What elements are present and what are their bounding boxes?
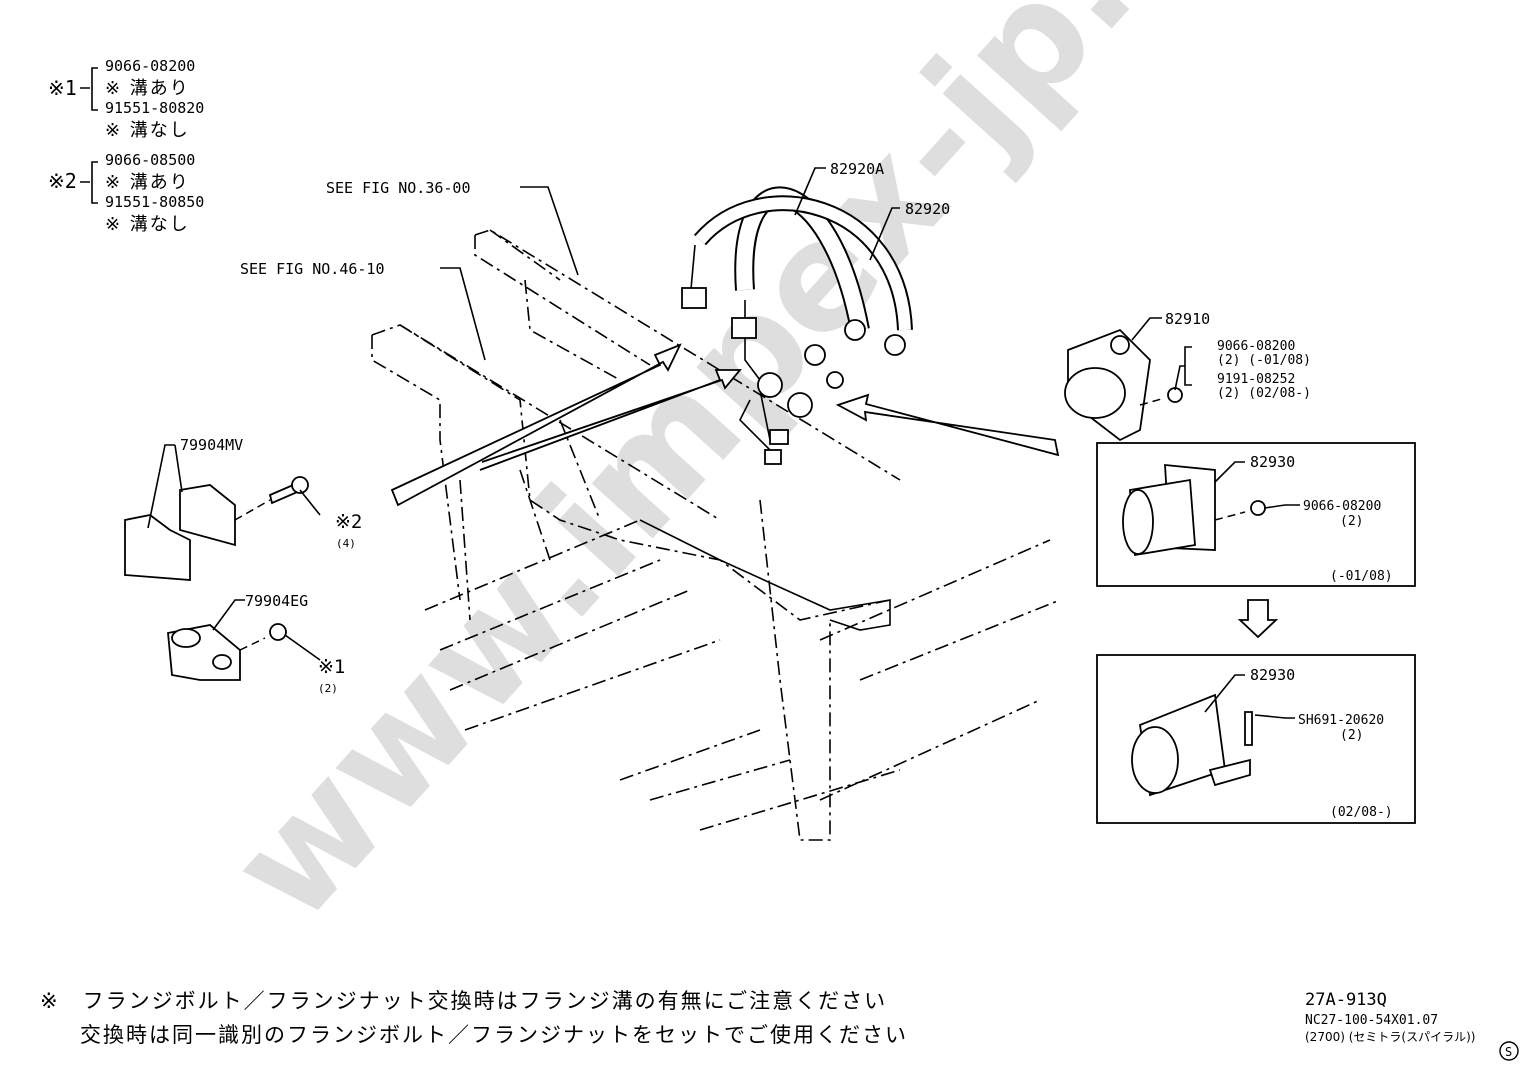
part-label-79904eg[interactable]: 79904EG [245,592,308,610]
transition-arrow-icon [1237,599,1279,639]
part-label-9066-08200[interactable]: 9066-08200 [1303,499,1381,514]
part-qty: (2) (-01/08) [1217,353,1311,368]
relay-82930-new [1131,674,1295,797]
part-qty: (2) [1340,514,1363,529]
part-label-82920a[interactable]: 82920A [830,160,884,178]
part-label-9066-08200[interactable]: 9066-08200 [1217,339,1295,354]
part-qty: (2) [318,682,338,695]
part-label-9191-08252[interactable]: 9191-08252 [1217,372,1295,387]
part-qty: (2) [1340,728,1363,743]
bracket-79904eg [167,623,287,681]
badge-letter: S [1505,1045,1512,1059]
ref-fig-36-00[interactable]: SEE FIG NO.36-00 [326,179,471,197]
s-badge-icon [1499,1041,1519,1061]
variant-box-2 [1096,654,1416,824]
legend-mark: ※2 [48,169,77,193]
legend-item: 9066-08200 [105,57,195,75]
part-label-82930[interactable]: 82930 [1250,453,1295,471]
ref-fig-46-10[interactable]: SEE FIG NO.46-10 [240,260,385,278]
legend-group-2: ※2 9066-08500 ※ 溝あり 91551-80850 ※ 溝なし [48,151,204,235]
harness-82920 [681,186,913,465]
legend-item: ※ 溝なし [105,214,190,235]
bracket-79904mv [124,476,309,581]
part-qty: (4) [336,537,356,550]
model-desc: (2700) (セミトラ(スパイラル)) [1305,1030,1475,1044]
part-label-bolt-1[interactable]: ※1 [318,656,345,678]
note-line-1: ※ フランジボルト／フランジナット交換時はフランジ溝の有無にご注意ください [40,989,887,1013]
variant-box-1 [1096,442,1416,587]
legend-item: 91551-80820 [105,99,204,117]
relay-82930-old [1122,461,1300,557]
period-label: (-01/08) [1330,569,1393,584]
part-qty: (2) (02/08-) [1217,386,1311,401]
part-label-sh691-20620[interactable]: SH691-20620 [1298,713,1384,728]
legend-item: 91551-80850 [105,193,204,211]
assembly-arrows [390,343,1060,507]
chassis-frame [371,229,1061,841]
part-label-bolt-2[interactable]: ※2 [335,511,362,533]
part-label-82930[interactable]: 82930 [1250,666,1295,684]
legend-item: 9066-08500 [105,151,195,169]
legend-mark: ※1 [48,76,77,100]
legend-group-1: ※1 9066-08200 ※ 溝あり 91551-80820 ※ 溝なし [48,57,204,141]
part-label-79904mv[interactable]: 79904MV [180,436,243,454]
part-label-82920[interactable]: 82920 [905,200,950,218]
legend-item: ※ 溝あり [105,172,190,193]
relay-82910 [1064,328,1183,442]
period-label: (02/08-) [1330,805,1393,820]
figure-code: 27A-913Q [1305,990,1387,1010]
model-code: NC27-100-54X01.07 [1305,1013,1438,1028]
note-line-2: 交換時は同一識別のフランジボルト／フランジナットをセットでご使用ください [80,1023,908,1047]
legend-item: ※ 溝あり [105,78,190,99]
legend-item: ※ 溝なし [105,120,190,141]
part-label-82910[interactable]: 82910 [1165,310,1210,328]
